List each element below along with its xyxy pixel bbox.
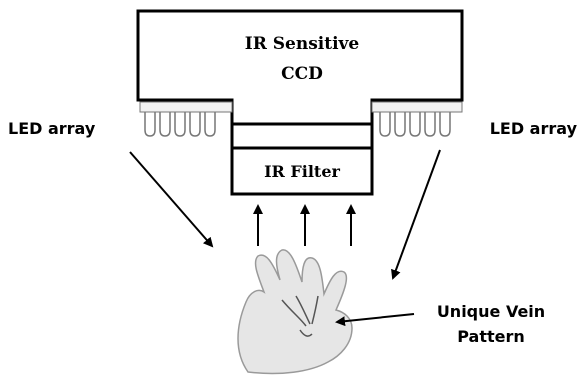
left-led-arrow (129, 151, 214, 248)
hand-shape (237, 249, 353, 375)
led-array-left-label: LED array (8, 119, 96, 138)
vein-label-line2: Pattern (457, 327, 525, 346)
led-bulb (409, 112, 421, 137)
vein-pointer-arrow (335, 313, 415, 327)
led-bulb (189, 112, 201, 137)
led-bulb (159, 112, 171, 137)
ccd-label-line1: IR Sensitive (245, 34, 360, 54)
led-bulb (174, 112, 186, 137)
ccd-label-line2: CCD (281, 64, 323, 84)
led-bulb (379, 112, 391, 137)
ir-filter-box (230, 146, 374, 196)
led-array-right-label: LED array (490, 119, 578, 138)
led-array-left (139, 101, 233, 137)
led-bulb (394, 112, 406, 137)
led-bulb (439, 112, 451, 137)
ir-filter-label: IR Filter (264, 162, 340, 181)
hand-illustration (237, 249, 353, 375)
led-bulb (144, 112, 156, 137)
led-array-right (371, 101, 463, 137)
right-led-arrow (391, 149, 441, 280)
vein-label-line1: Unique Vein (437, 302, 545, 321)
vein-pattern (281, 295, 319, 337)
led-bulb (424, 112, 436, 137)
led-bulb (204, 112, 216, 137)
